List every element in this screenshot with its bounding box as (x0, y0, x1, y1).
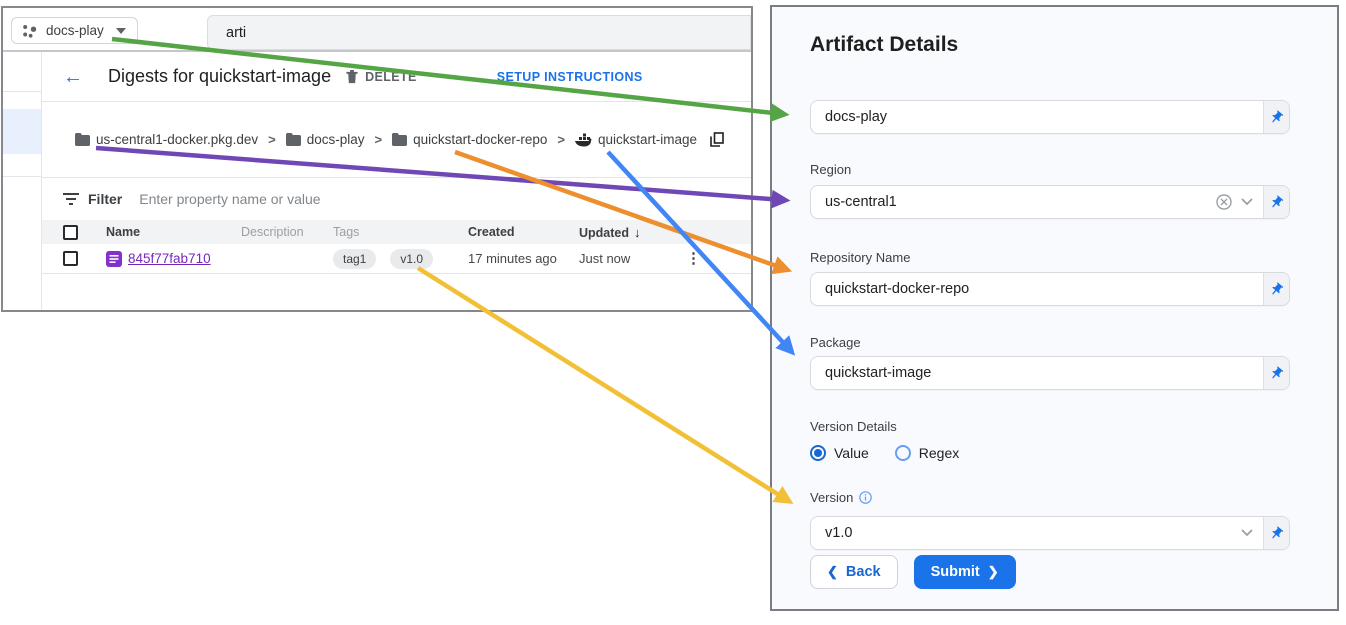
delete-button[interactable]: DELETE (345, 69, 417, 84)
chevron-right-icon: > (268, 132, 276, 147)
version-details-options: Value Regex (810, 445, 959, 461)
package-field-input[interactable] (811, 357, 1263, 389)
tag-chip[interactable]: tag1 (333, 248, 377, 269)
pin-button[interactable] (1263, 273, 1289, 305)
digest-icon (106, 250, 122, 267)
column-header-description: Description (241, 225, 304, 239)
tag-chip[interactable]: v1.0 (390, 248, 434, 269)
radio-selected-icon (810, 445, 826, 461)
repository-name-label: Repository Name (810, 250, 911, 265)
package-field (810, 356, 1290, 390)
project-dots-icon (23, 24, 37, 38)
version-field (810, 516, 1290, 550)
panel-actions: ❮ Back Submit ❯ (810, 555, 1016, 589)
chevron-down-icon[interactable] (1241, 198, 1253, 206)
breadcrumb-item-repository[interactable]: quickstart-docker-repo (392, 132, 547, 147)
pin-button[interactable] (1263, 357, 1289, 389)
region-field (810, 185, 1290, 219)
row-checkbox[interactable] (63, 251, 78, 266)
column-header-created[interactable]: Created (468, 225, 515, 239)
submit-button[interactable]: Submit ❯ (913, 555, 1016, 589)
pin-button[interactable] (1263, 186, 1289, 218)
folder-icon (75, 133, 90, 146)
copy-icon[interactable] (710, 132, 724, 147)
back-button[interactable]: ❮ Back (810, 555, 898, 589)
radio-option-value[interactable]: Value (810, 445, 869, 461)
console-topbar: docs-play (3, 8, 751, 52)
version-details-label: Version Details (810, 419, 897, 434)
column-header-tags: Tags (333, 225, 360, 239)
back-arrow-icon[interactable]: ← (63, 65, 83, 88)
chevron-down-icon[interactable] (1241, 529, 1253, 537)
console-content: ← Digests for quickstart-image DELETE SE… (42, 52, 751, 310)
pin-icon (1272, 282, 1284, 294)
filter-icon (63, 193, 79, 205)
repository-name-input[interactable] (811, 273, 1263, 305)
artifact-details-panel: Artifact Details Region Repository Name (770, 5, 1339, 611)
breadcrumb-item-host[interactable]: us-central1-docker.pkg.dev (75, 132, 258, 147)
version-field-input[interactable] (811, 517, 1241, 549)
chevron-right-icon: > (557, 132, 565, 147)
trash-icon (346, 69, 358, 84)
collapsed-nav-strip (3, 52, 42, 310)
table-row: 845f77fab710 tag1 v1.0 17 minutes ago Ju… (42, 244, 751, 274)
column-header-updated[interactable]: Updated↓ (579, 224, 641, 240)
filter-bar: Filter (42, 178, 751, 220)
page-title: Digests for quickstart-image (108, 66, 332, 86)
pin-button[interactable] (1263, 517, 1289, 549)
select-all-checkbox[interactable] (63, 224, 78, 240)
search-input[interactable] (208, 16, 750, 49)
breadcrumb-item-image[interactable]: quickstart-image (574, 132, 697, 147)
page-header: ← Digests for quickstart-image DELETE SE… (42, 52, 751, 102)
project-field (810, 100, 1290, 134)
pin-icon (1272, 195, 1284, 207)
filter-input[interactable] (139, 191, 560, 207)
pin-icon (1272, 110, 1284, 122)
chevron-left-icon: ❮ (827, 564, 838, 579)
region-field-input[interactable] (811, 186, 1216, 218)
chevron-right-icon: ❯ (987, 564, 999, 579)
radio-unselected-icon (894, 445, 911, 461)
cell-tags: tag1 v1.0 (333, 248, 468, 269)
folder-icon (392, 133, 408, 146)
divider (3, 176, 41, 177)
chevron-down-icon (115, 27, 126, 34)
project-picker-button[interactable]: docs-play (11, 17, 138, 44)
package-label: Package (810, 335, 861, 350)
breadcrumb: us-central1-docker.pkg.dev > docs-play >… (42, 102, 751, 178)
docker-image-icon (574, 133, 592, 146)
info-icon[interactable] (859, 491, 873, 504)
search-box (207, 15, 751, 50)
digest-link[interactable]: 845f77fab710 (128, 251, 211, 266)
pin-icon (1272, 366, 1284, 378)
cell-updated: Just now (579, 251, 631, 266)
cell-created: 17 minutes ago (468, 251, 557, 266)
filter-label: Filter (88, 191, 123, 207)
project-field-input[interactable] (811, 101, 1263, 133)
region-label: Region (810, 162, 852, 177)
pin-button[interactable] (1263, 101, 1289, 133)
sort-desc-icon: ↓ (634, 224, 641, 240)
panel-title: Artifact Details (810, 33, 959, 56)
row-menu-button[interactable]: ⋮ (686, 250, 701, 267)
nav-selected-indicator[interactable] (3, 109, 41, 154)
project-picker-label: docs-play (46, 23, 104, 38)
console-window: docs-play ← Digests for quickstart-image (1, 6, 753, 312)
folder-icon (285, 133, 301, 146)
pin-icon (1272, 526, 1284, 538)
version-label: Version (810, 490, 873, 505)
repository-name-field (810, 272, 1290, 306)
setup-instructions-link[interactable]: SETUP INSTRUCTIONS (496, 69, 643, 84)
clear-icon[interactable] (1216, 194, 1232, 210)
radio-option-regex[interactable]: Regex (894, 445, 959, 461)
table-header: Name Description Tags Created Updated↓ (42, 220, 751, 244)
divider (3, 91, 41, 92)
breadcrumb-item-project[interactable]: docs-play (285, 132, 364, 147)
chevron-right-icon: > (374, 132, 383, 147)
column-header-name[interactable]: Name (106, 225, 141, 239)
